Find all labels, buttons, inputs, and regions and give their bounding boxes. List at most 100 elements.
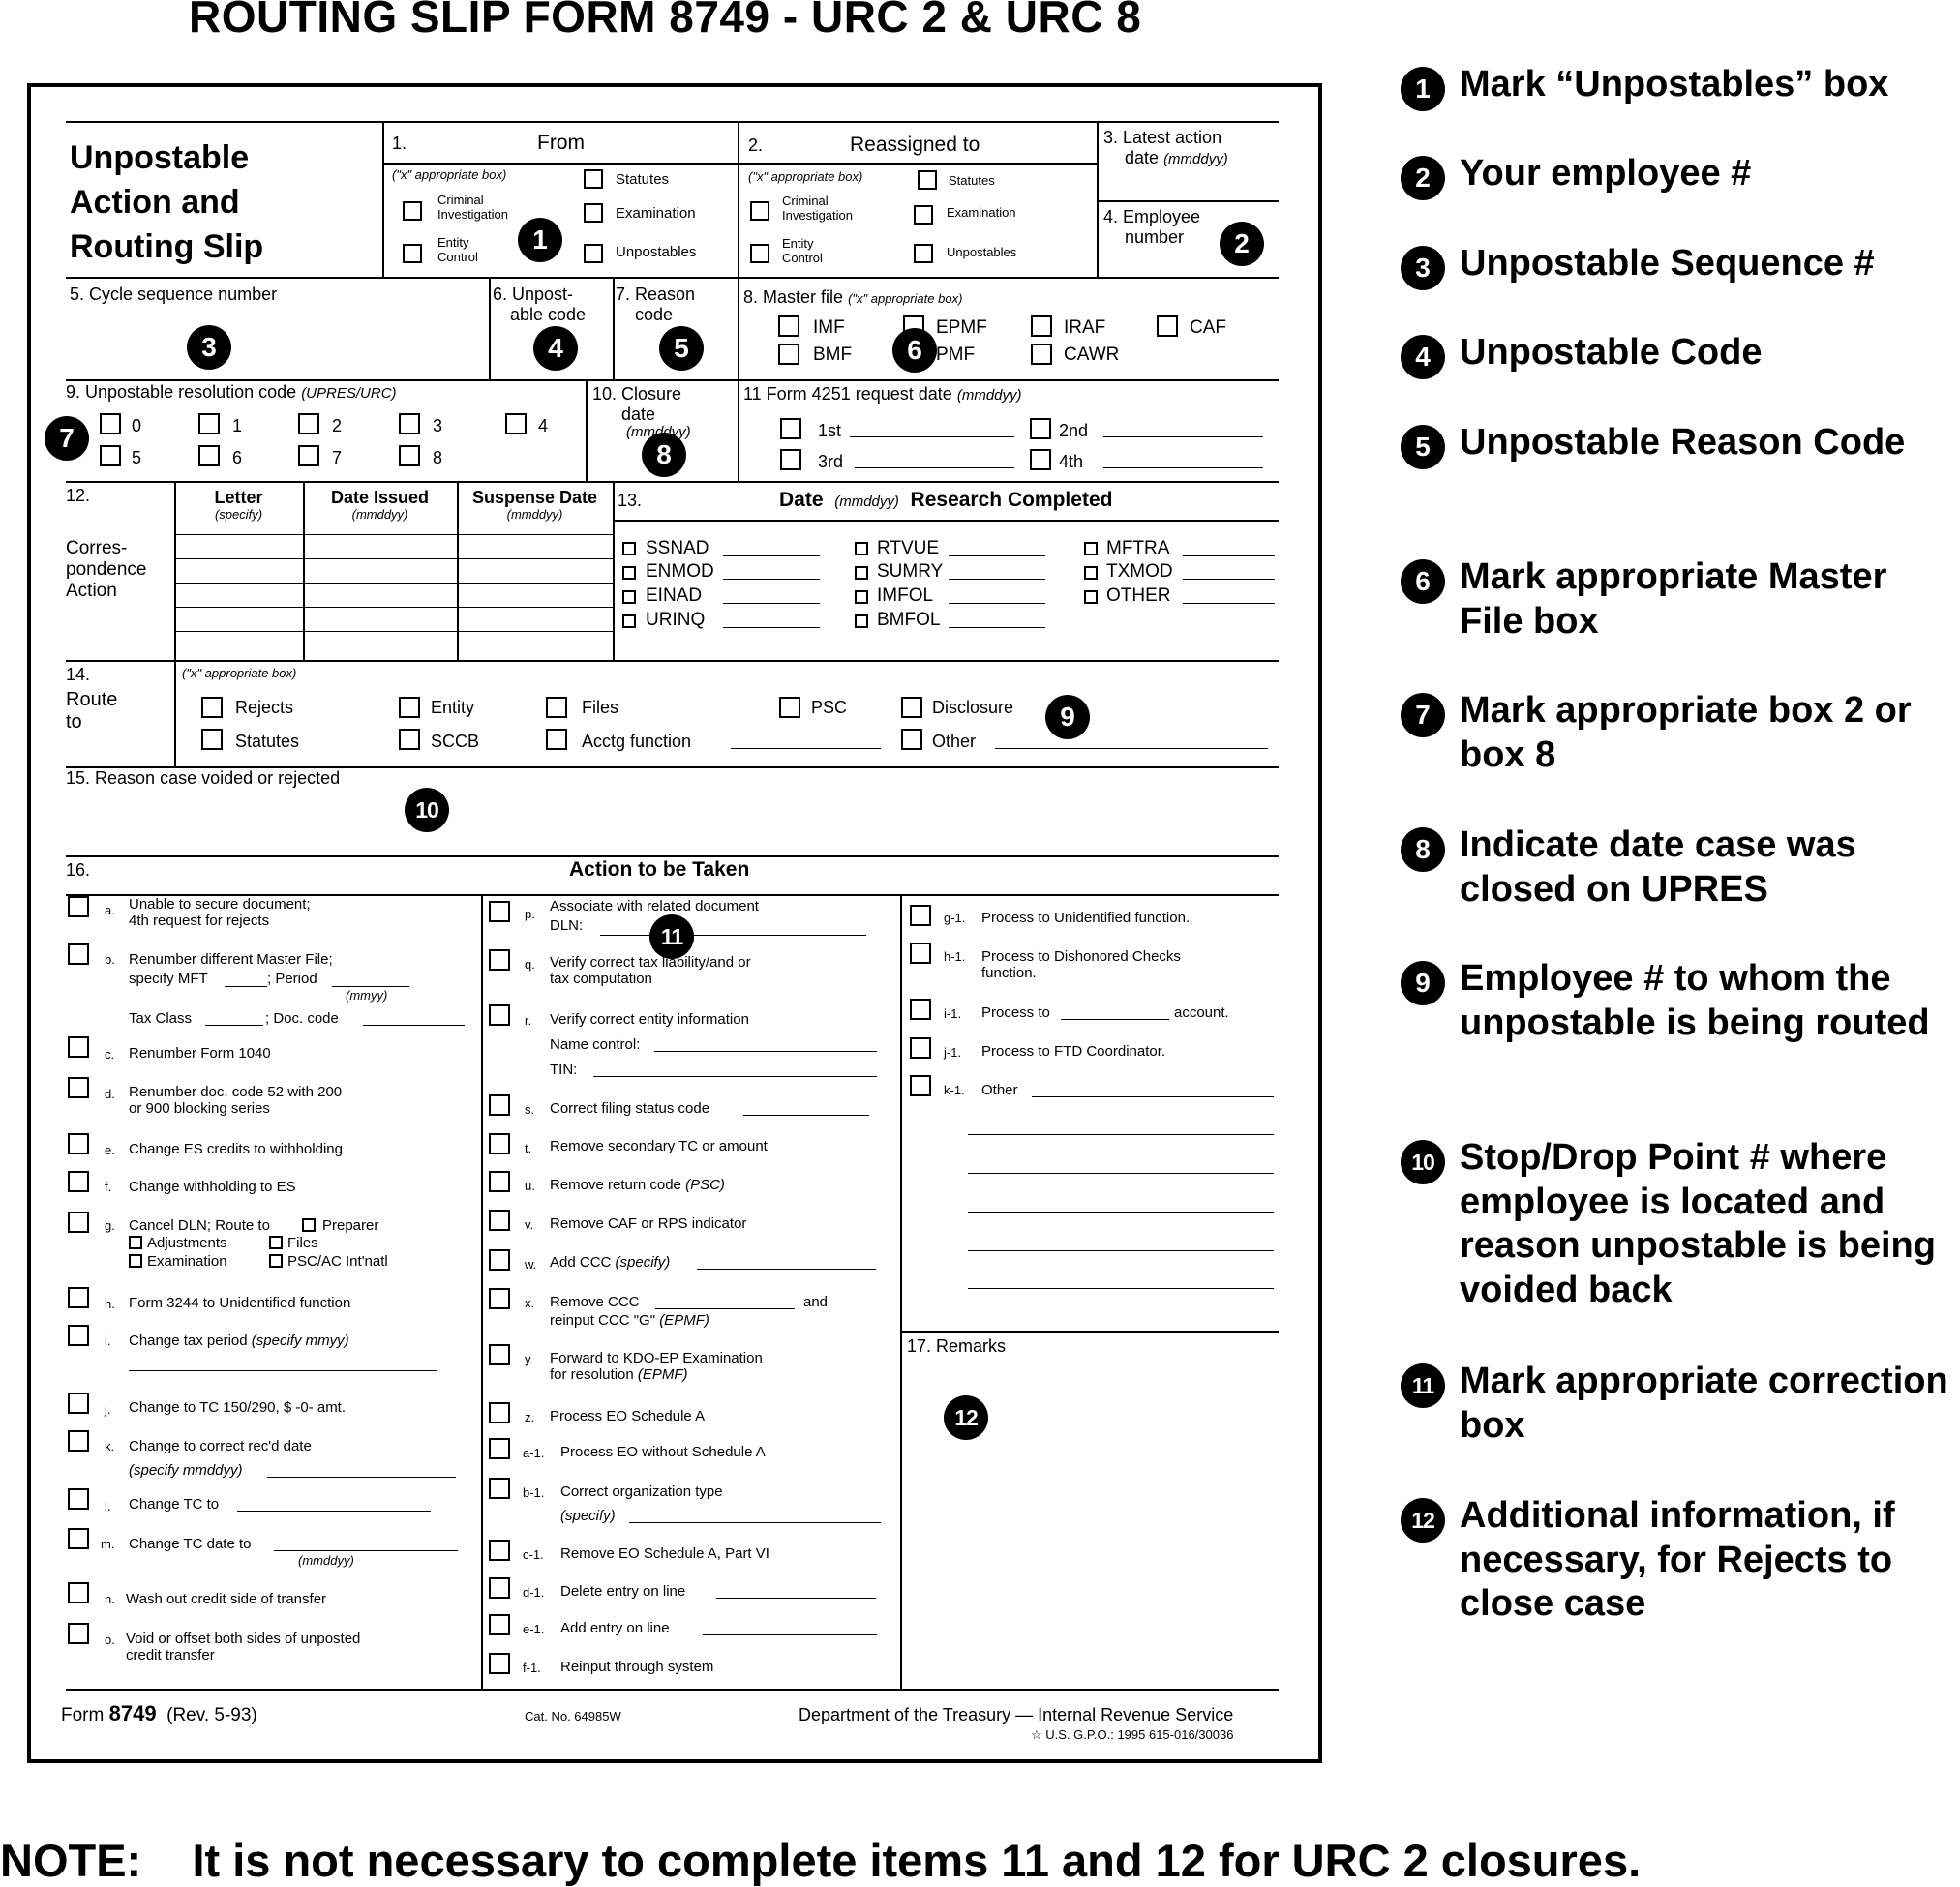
legend-badge-1: 1 xyxy=(1401,67,1445,111)
action-b-checkbox[interactable] xyxy=(68,944,89,965)
route-acctg-function-checkbox[interactable] xyxy=(546,729,567,750)
urc-3-checkbox[interactable] xyxy=(399,413,420,434)
reassigned-criminal-investigation-checkbox[interactable] xyxy=(750,201,769,221)
box-1-number: 1. xyxy=(392,134,407,153)
action-i-checkbox[interactable] xyxy=(68,1325,89,1346)
action-t-checkbox[interactable] xyxy=(489,1133,510,1154)
research-einad-checkbox[interactable] xyxy=(622,590,636,604)
action-j-checkbox[interactable] xyxy=(68,1393,89,1414)
urc-8-checkbox[interactable] xyxy=(399,445,420,466)
action-d1-checkbox[interactable] xyxy=(489,1577,510,1599)
route-rejects-checkbox[interactable] xyxy=(201,697,223,718)
action-s-checkbox[interactable] xyxy=(489,1094,510,1116)
route-files-checkbox[interactable] xyxy=(546,697,567,718)
route-entity-checkbox[interactable] xyxy=(399,697,420,718)
action-k-checkbox[interactable] xyxy=(68,1430,89,1452)
legend-text-8: Indicate date case was closed on UPRES xyxy=(1460,824,1856,910)
master-file-imf-checkbox[interactable] xyxy=(778,315,799,337)
research-urinq-checkbox[interactable] xyxy=(622,614,636,628)
urc-7-checkbox[interactable] xyxy=(298,445,319,466)
action-e-checkbox[interactable] xyxy=(68,1133,89,1154)
urc-4-checkbox[interactable] xyxy=(505,413,527,434)
action-c-checkbox[interactable] xyxy=(68,1036,89,1058)
master-file-iraf-checkbox[interactable] xyxy=(1031,315,1052,337)
action-h-checkbox[interactable] xyxy=(68,1287,89,1308)
master-file-bmf-checkbox[interactable] xyxy=(778,344,799,365)
form4251-2nd-checkbox[interactable] xyxy=(1030,418,1051,439)
route-adjustments-checkbox[interactable] xyxy=(129,1236,142,1249)
action-z-checkbox[interactable] xyxy=(489,1402,510,1423)
action-o-checkbox[interactable] xyxy=(68,1623,89,1644)
legend-text-7: Mark appropriate box 2 or box 8 xyxy=(1460,690,1912,775)
action-a-checkbox[interactable] xyxy=(68,896,89,917)
legend-text-6: Mark appropriate Master File box xyxy=(1460,556,1887,642)
reassigned-unpostables-checkbox[interactable] xyxy=(914,244,933,263)
urc-6-checkbox[interactable] xyxy=(198,445,220,466)
action-l-checkbox[interactable] xyxy=(68,1488,89,1510)
route-sccb-checkbox[interactable] xyxy=(399,729,420,750)
urc-1-checkbox[interactable] xyxy=(198,413,220,434)
urc-0-checkbox[interactable] xyxy=(100,413,121,434)
master-file-cawr-checkbox[interactable] xyxy=(1031,344,1052,365)
action-y-checkbox[interactable] xyxy=(489,1344,510,1365)
route-disclosure-checkbox[interactable] xyxy=(901,697,922,718)
master-file-caf-checkbox[interactable] xyxy=(1157,315,1178,337)
action-w-checkbox[interactable] xyxy=(489,1249,510,1271)
reassigned-examination-checkbox[interactable] xyxy=(914,205,933,225)
urc-5-checkbox[interactable] xyxy=(100,445,121,466)
callout-badge-10: 10 xyxy=(405,788,449,832)
route-preparer-checkbox[interactable] xyxy=(302,1218,316,1232)
reason-voided-label: 15. Reason case voided or rejected xyxy=(66,768,341,788)
action-a1-checkbox[interactable] xyxy=(489,1438,510,1459)
form4251-4th-checkbox[interactable] xyxy=(1030,449,1051,470)
action-r-checkbox[interactable] xyxy=(489,1004,510,1026)
action-k1-checkbox[interactable] xyxy=(910,1075,931,1096)
research-mftra-checkbox[interactable] xyxy=(1084,542,1098,555)
from-criminal-investigation-checkbox[interactable] xyxy=(403,201,422,221)
legend-text-1: Mark “Unpostables” box xyxy=(1460,64,1889,105)
action-b1-checkbox[interactable] xyxy=(489,1478,510,1499)
from-examination-checkbox[interactable] xyxy=(584,203,603,223)
from-entity-control-checkbox[interactable] xyxy=(403,244,422,263)
action-f1-checkbox[interactable] xyxy=(489,1653,510,1674)
action-m-checkbox[interactable] xyxy=(68,1528,89,1549)
research-other-checkbox[interactable] xyxy=(1084,590,1098,604)
action-p-checkbox[interactable] xyxy=(489,901,510,922)
route-other-checkbox[interactable] xyxy=(901,729,922,750)
research-sumry-checkbox[interactable] xyxy=(855,566,868,580)
reassigned-statutes-checkbox[interactable] xyxy=(918,170,937,190)
action-h1-checkbox[interactable] xyxy=(910,943,931,964)
urc-2-checkbox[interactable] xyxy=(298,413,319,434)
callout-badge-12: 12 xyxy=(944,1395,988,1440)
rule xyxy=(613,520,1279,522)
research-txmod-checkbox[interactable] xyxy=(1084,566,1098,580)
action-i1-checkbox[interactable] xyxy=(910,999,931,1020)
route-files-checkbox-g[interactable] xyxy=(269,1236,283,1249)
route-psc-ac-checkbox[interactable] xyxy=(269,1254,283,1268)
action-f-checkbox[interactable] xyxy=(68,1171,89,1192)
from-statutes-checkbox[interactable] xyxy=(584,169,603,189)
action-v-checkbox[interactable] xyxy=(489,1210,510,1231)
action-q-checkbox[interactable] xyxy=(489,949,510,971)
reassigned-entity-control-checkbox[interactable] xyxy=(750,244,769,263)
action-d-checkbox[interactable] xyxy=(68,1077,89,1098)
research-rtvue-checkbox[interactable] xyxy=(855,542,868,555)
form4251-1st-checkbox[interactable] xyxy=(780,418,801,439)
action-g1-checkbox[interactable] xyxy=(910,905,931,926)
action-c1-checkbox[interactable] xyxy=(489,1540,510,1561)
action-n-checkbox[interactable] xyxy=(68,1582,89,1603)
research-enmod-checkbox[interactable] xyxy=(622,566,636,580)
action-g-checkbox[interactable] xyxy=(68,1212,89,1233)
action-x-checkbox[interactable] xyxy=(489,1288,510,1309)
from-unpostables-checkbox[interactable] xyxy=(584,244,603,263)
research-ssnad-checkbox[interactable] xyxy=(622,542,636,555)
research-imfol-checkbox[interactable] xyxy=(855,590,868,604)
route-psc-checkbox[interactable] xyxy=(779,697,800,718)
action-u-checkbox[interactable] xyxy=(489,1171,510,1192)
action-e1-checkbox[interactable] xyxy=(489,1614,510,1635)
route-examination-checkbox[interactable] xyxy=(129,1254,142,1268)
route-statutes-checkbox[interactable] xyxy=(201,729,223,750)
action-j1-checkbox[interactable] xyxy=(910,1037,931,1059)
research-bmfol-checkbox[interactable] xyxy=(855,614,868,628)
form4251-3rd-checkbox[interactable] xyxy=(780,449,801,470)
